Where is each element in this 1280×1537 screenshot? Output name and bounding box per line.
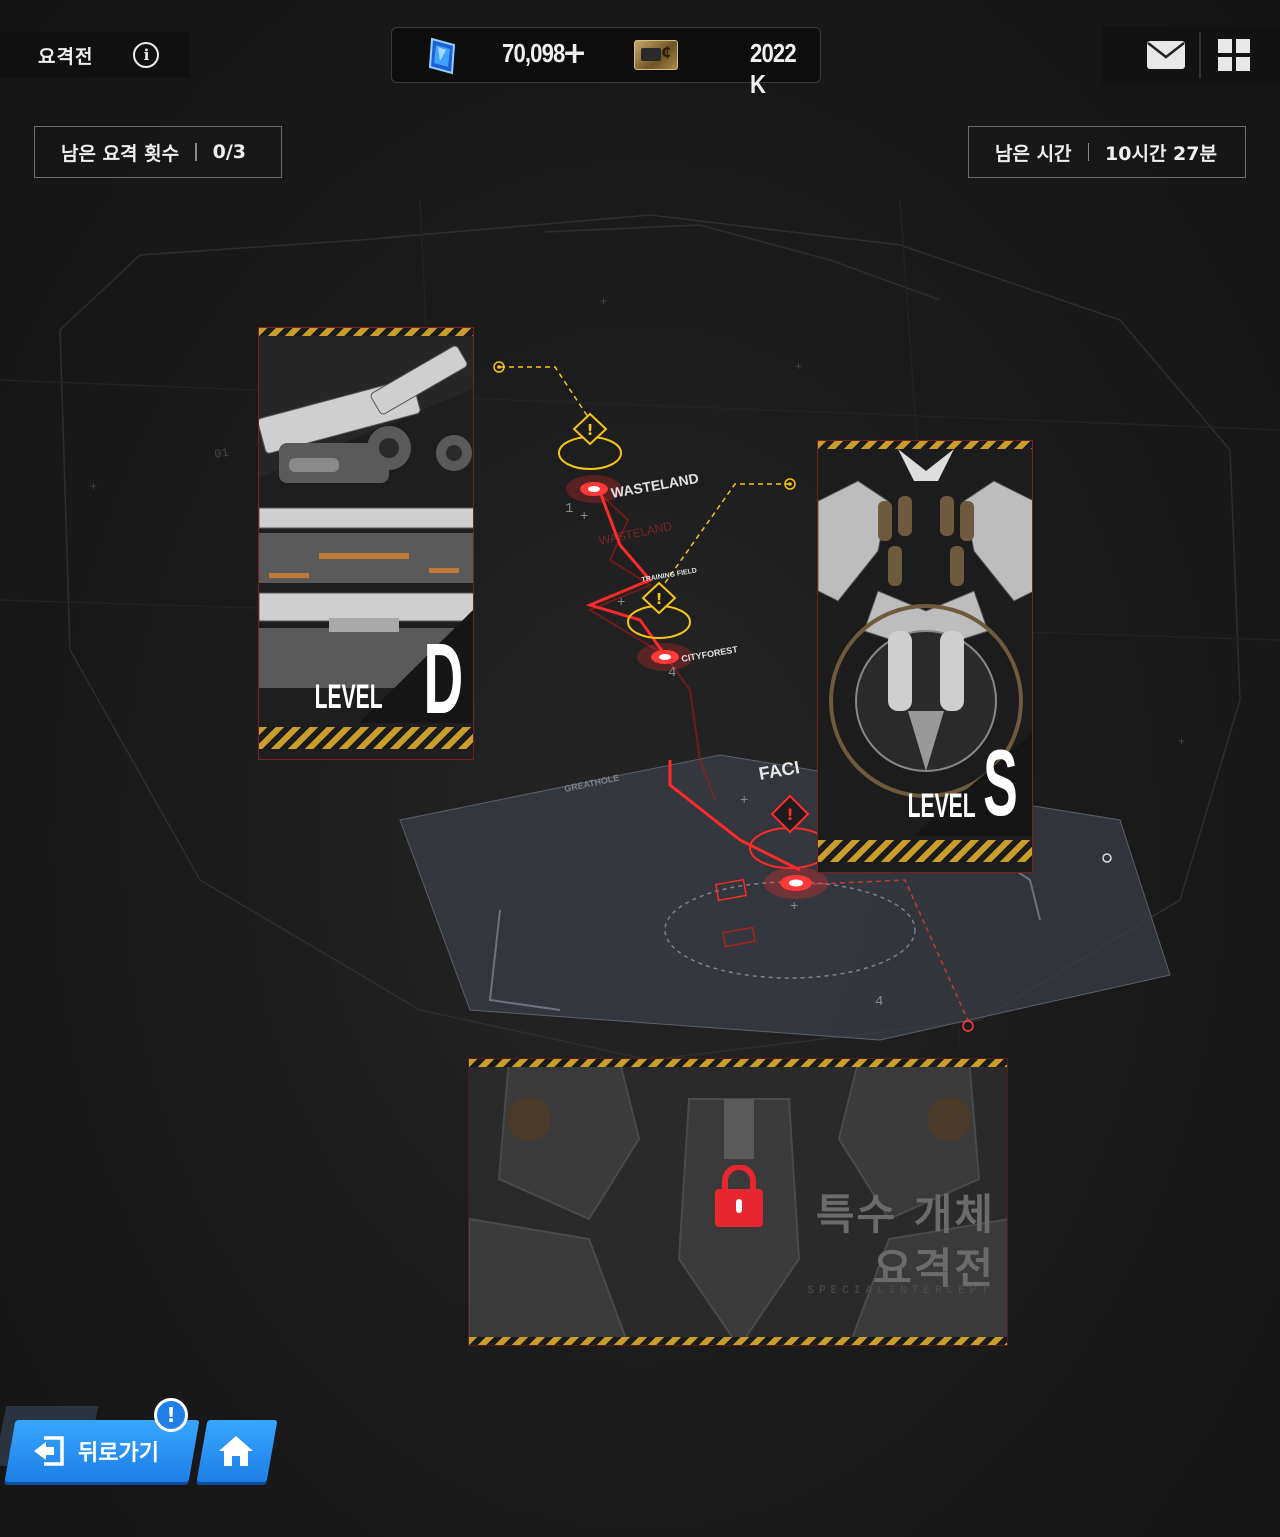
divider [1199, 32, 1201, 78]
level-d-card[interactable]: LEVEL D [258, 327, 474, 760]
alert-badge: ! [154, 1398, 188, 1432]
svg-text:!: ! [587, 421, 594, 439]
hazard-stripe-top [469, 1059, 1007, 1067]
svg-text:4: 4 [875, 994, 883, 1010]
hazard-stripe-bottom [469, 1337, 1007, 1345]
lock-icon [715, 1165, 763, 1227]
time-label: 남은 시간 [995, 142, 1072, 165]
map-label-wasteland: WASTELAND [610, 470, 700, 501]
svg-text:1: 1 [565, 501, 573, 517]
svg-text:+: + [617, 595, 625, 611]
special-mech-art [469, 1059, 1007, 1345]
gem-add-button[interactable]: + [562, 36, 588, 71]
credit-value: 2022 K [750, 38, 797, 99]
info-icon[interactable]: i [133, 42, 160, 68]
svg-text:WASTELAND: WASTELAND [598, 519, 674, 548]
home-icon [219, 1436, 253, 1466]
attempts-label: 남은 요격 횟수 [61, 142, 180, 165]
svg-text:+: + [1178, 735, 1185, 749]
svg-text:4: 4 [668, 665, 676, 681]
special-subtitle: SPECIALINTERCEPT [807, 1285, 993, 1297]
time-value: 10시간 27분 [1105, 142, 1217, 165]
separator [1087, 143, 1090, 161]
route-node[interactable] [764, 867, 828, 899]
special-title-line2: 요격전 [873, 1244, 995, 1293]
map-label-training: TRAINING FIELD [641, 567, 697, 584]
top-right-menu [1102, 26, 1280, 84]
warning-marker-2[interactable]: ! [627, 581, 691, 639]
hazard-stripe-bottom [818, 840, 1032, 862]
hazard-stripe-top [818, 441, 1032, 449]
menu-grid-icon[interactable] [1218, 39, 1250, 71]
gem-icon [428, 37, 456, 75]
back-label: 뒤로가기 [78, 1441, 159, 1466]
warning-marker-3[interactable]: ! [749, 794, 831, 869]
hazard-stripe-bottom [259, 727, 473, 749]
special-intercept-card[interactable]: 특수 개체 요격전 SPECIALINTERCEPT [468, 1058, 1008, 1346]
level-s-card[interactable]: LEVEL S [817, 440, 1033, 873]
level-word: LEVEL [315, 678, 383, 716]
svg-text:+: + [795, 360, 802, 374]
level-letter: D [423, 623, 463, 735]
separator [195, 143, 197, 161]
route-path [585, 487, 971, 1026]
mode-title-box: 요격전 i [0, 32, 190, 78]
level-word: LEVEL [908, 787, 976, 825]
route-node[interactable] [566, 475, 622, 503]
level-letter: S [983, 730, 1018, 835]
svg-text:+: + [740, 793, 748, 809]
special-title-line1: 특수 개체 [815, 1190, 995, 1239]
mech-arm-art [259, 328, 473, 759]
home-button[interactable] [196, 1420, 278, 1482]
svg-text:!: ! [656, 590, 663, 608]
page-title: 요격전 [38, 45, 94, 68]
remaining-attempts-box: 남은 요격 횟수 0/3 [34, 126, 282, 178]
svg-text:+: + [600, 295, 607, 309]
back-button[interactable]: 뒤로가기 [4, 1420, 200, 1482]
mail-icon[interactable] [1146, 40, 1186, 70]
svg-text:!: ! [786, 805, 793, 824]
attempts-value: 0/3 [212, 141, 247, 163]
svg-text:+: + [90, 480, 97, 494]
hazard-stripe-top [259, 328, 473, 336]
boss-mech-art [818, 441, 1032, 872]
credit-card-icon [634, 40, 678, 70]
svg-text:+: + [790, 899, 798, 915]
exit-icon [34, 1436, 64, 1466]
map-label-cityforest: CITYFOREST [681, 644, 739, 664]
route-node[interactable] [637, 643, 693, 671]
svg-text:01: 01 [213, 446, 230, 462]
hologram-map: 01 + + + + GREATHOLE FACI WASTELAND ! [0, 200, 1280, 1061]
warning-marker-1[interactable]: ! [558, 412, 622, 470]
currency-bar: 70,098 + 2022 K [391, 27, 821, 99]
remaining-time-box: 남은 시간 10시간 27분 [968, 126, 1246, 178]
gem-value: 70,098 [502, 38, 565, 68]
svg-text:+: + [580, 509, 588, 525]
